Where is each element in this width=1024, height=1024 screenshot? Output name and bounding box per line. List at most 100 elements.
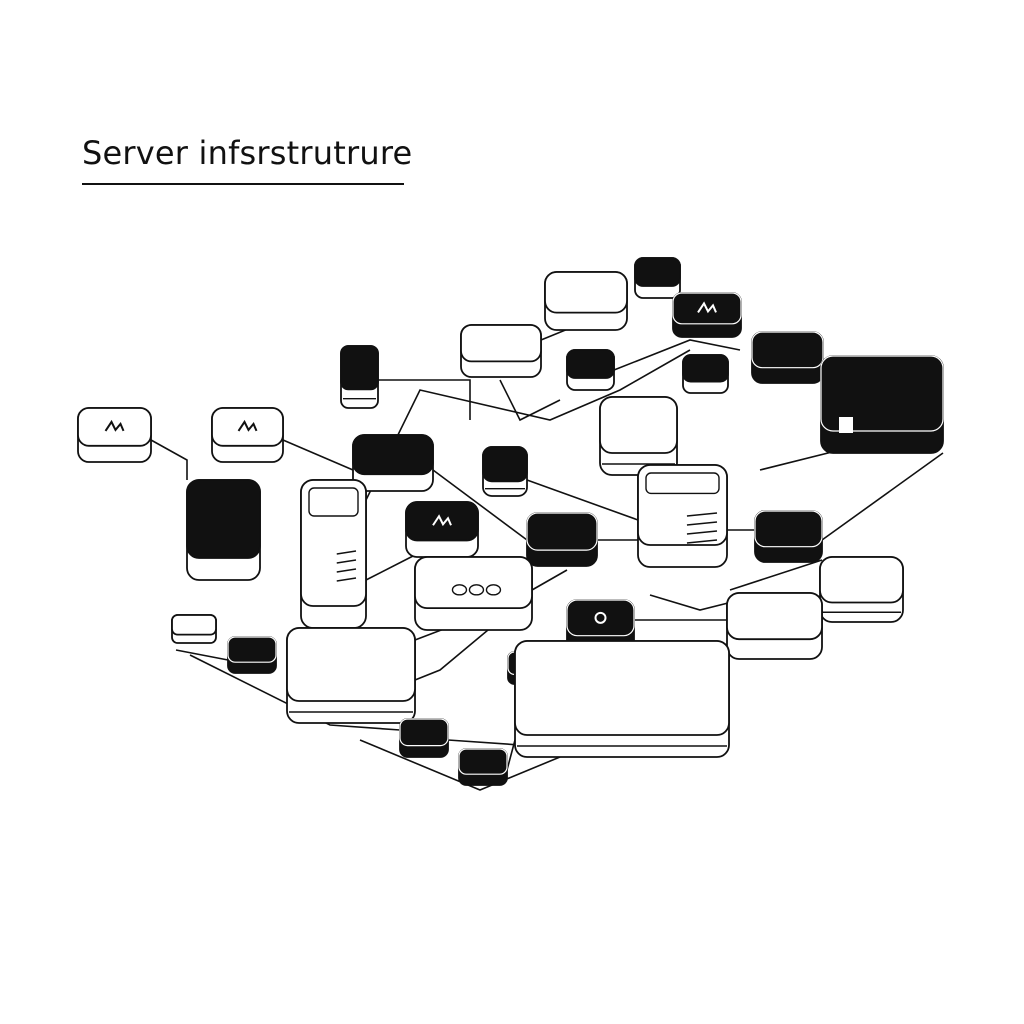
rack-server[interactable] bbox=[186, 479, 261, 581]
node-top bbox=[820, 355, 944, 432]
tower-server[interactable] bbox=[637, 464, 728, 568]
vent-dot bbox=[225, 535, 227, 543]
server-module[interactable] bbox=[544, 271, 628, 331]
vent-line bbox=[686, 512, 718, 517]
storage-slab[interactable] bbox=[514, 640, 730, 758]
server-module[interactable] bbox=[566, 599, 635, 652]
connector-line bbox=[613, 339, 741, 371]
circle-icon bbox=[594, 611, 607, 624]
connector-line bbox=[150, 439, 188, 480]
node-top bbox=[634, 257, 681, 287]
connector-line bbox=[175, 649, 229, 661]
vent-dot bbox=[225, 549, 227, 557]
server-module[interactable] bbox=[566, 349, 615, 391]
node-top bbox=[751, 331, 824, 369]
port-icon bbox=[468, 584, 485, 596]
vent-dot bbox=[195, 549, 197, 557]
connector-line bbox=[499, 379, 561, 422]
vent-dot bbox=[205, 549, 207, 557]
node-top bbox=[227, 636, 277, 663]
vent-line bbox=[686, 530, 718, 535]
node-top bbox=[726, 592, 823, 641]
title-underline bbox=[82, 183, 404, 185]
node-top bbox=[482, 446, 528, 483]
storage-stack[interactable] bbox=[819, 556, 904, 623]
connector-line bbox=[432, 469, 528, 541]
server-module[interactable] bbox=[751, 331, 824, 384]
server-module[interactable] bbox=[227, 636, 277, 674]
vent-line bbox=[336, 568, 357, 573]
node-top bbox=[460, 324, 542, 363]
server-module[interactable] bbox=[352, 434, 434, 492]
node-top bbox=[399, 718, 449, 747]
connector-line bbox=[189, 654, 401, 731]
connector-line bbox=[282, 439, 354, 471]
node-top bbox=[352, 434, 434, 476]
vent-dot bbox=[215, 549, 217, 557]
vent-dot bbox=[215, 535, 217, 543]
connector-line bbox=[414, 619, 501, 681]
server-module[interactable] bbox=[171, 614, 217, 644]
server-module[interactable] bbox=[460, 324, 542, 378]
glyph-icon bbox=[697, 301, 717, 314]
connector-line bbox=[365, 349, 691, 501]
vent-dot bbox=[245, 549, 247, 557]
server-module[interactable] bbox=[754, 510, 823, 563]
node-top bbox=[566, 599, 635, 637]
connector-line bbox=[821, 452, 944, 541]
storage-stack[interactable] bbox=[286, 627, 416, 724]
port-icon bbox=[485, 584, 502, 596]
node-top bbox=[566, 349, 615, 379]
server-module[interactable] bbox=[211, 407, 284, 463]
switch[interactable] bbox=[414, 556, 533, 631]
vent-dot bbox=[195, 535, 197, 543]
server-module[interactable] bbox=[634, 257, 681, 299]
connector-line bbox=[365, 554, 416, 581]
connector-line bbox=[759, 449, 841, 471]
vent-line bbox=[686, 539, 718, 544]
glyph-icon bbox=[237, 419, 258, 432]
tower-server[interactable] bbox=[300, 479, 367, 629]
storage-stack[interactable] bbox=[599, 396, 678, 476]
connector-line bbox=[531, 569, 568, 591]
storage-stack[interactable] bbox=[340, 345, 379, 409]
node-top bbox=[414, 556, 533, 609]
vent-dot bbox=[245, 535, 247, 543]
vent-dot bbox=[235, 549, 237, 557]
connector-lines bbox=[150, 319, 944, 791]
server-module[interactable] bbox=[726, 592, 823, 660]
server-module[interactable] bbox=[77, 407, 152, 463]
node-top bbox=[544, 271, 628, 314]
server-module[interactable] bbox=[672, 292, 742, 338]
node-top bbox=[599, 396, 678, 454]
tower-top bbox=[308, 487, 359, 517]
node-top bbox=[819, 556, 904, 604]
server-module[interactable] bbox=[405, 501, 479, 558]
connector-line bbox=[506, 739, 516, 771]
storage-stack[interactable] bbox=[482, 446, 528, 497]
connector-line bbox=[447, 739, 521, 746]
vent-line bbox=[336, 559, 357, 564]
node-top bbox=[514, 640, 730, 736]
node-top bbox=[340, 345, 379, 391]
tower-top bbox=[645, 472, 720, 495]
server-module[interactable] bbox=[526, 512, 598, 567]
server-module[interactable] bbox=[682, 354, 729, 394]
glyph-icon bbox=[104, 419, 125, 432]
server-module[interactable] bbox=[458, 748, 508, 786]
vent-dot bbox=[235, 535, 237, 543]
connector-line bbox=[526, 479, 639, 521]
node-top bbox=[754, 510, 823, 548]
node-top bbox=[171, 614, 217, 636]
node-top bbox=[526, 512, 598, 551]
server-module[interactable] bbox=[399, 718, 449, 758]
node-top bbox=[186, 479, 261, 559]
vent-dot bbox=[205, 535, 207, 543]
large-server[interactable] bbox=[820, 355, 944, 454]
node-top bbox=[286, 627, 416, 702]
vent-line bbox=[336, 577, 357, 582]
vent-line bbox=[686, 521, 718, 526]
vent-line bbox=[336, 550, 357, 555]
glyph-icon bbox=[432, 514, 452, 527]
